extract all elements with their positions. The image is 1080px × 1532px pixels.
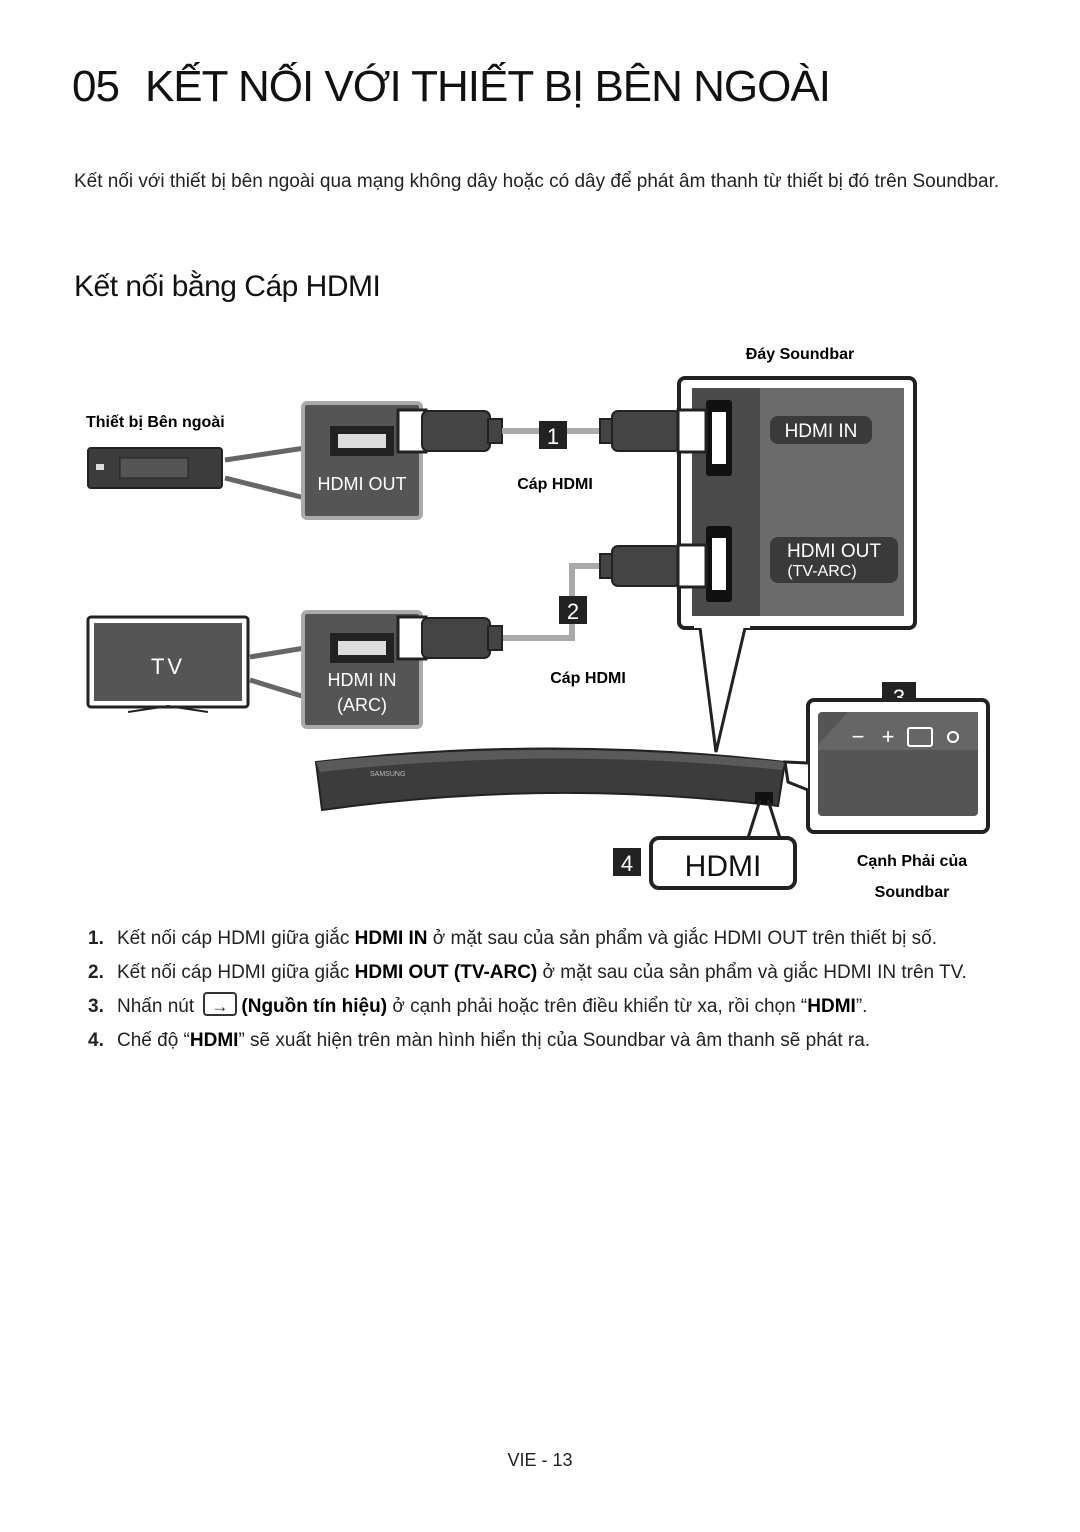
svg-text:TV: TV — [151, 654, 185, 679]
svg-text:2: 2 — [567, 599, 579, 624]
source-icon — [203, 990, 238, 1024]
page-number: VIE - 13 — [507, 1450, 573, 1470]
power-icon — [947, 731, 959, 743]
svg-text:(ARC): (ARC) — [337, 695, 387, 715]
badge-2 — [559, 596, 587, 624]
volume-down-button: − — [852, 724, 865, 749]
soundbar-display — [649, 836, 797, 890]
label-soundbar-bottom: Đáy Soundbar — [746, 346, 854, 363]
svg-text:4: 4 — [621, 851, 633, 876]
list-item: 2. Kết nối cáp HDMI giữa giắc HDMI OUT (… — [88, 962, 967, 983]
section-title: KẾT NỐI VỚI THIẾT BỊ BÊN NGOÀI — [144, 62, 831, 111]
svg-text:HDMI IN: HDMI IN — [785, 421, 858, 442]
hdmi-in-label-box — [770, 416, 872, 444]
badge-1 — [539, 421, 567, 449]
section-heading: Kết nối bằng Cáp HDMI — [74, 270, 381, 303]
list-item: 3. Nhấn nút (Nguồn tín hiệu) ở cạnh phải… — [88, 990, 1048, 1024]
source-icon — [907, 727, 933, 747]
steps-list: 1. Kết nối cáp HDMI giữa giắc HDMI IN ở … — [88, 922, 1048, 1058]
svg-text:HDMI OUT: HDMI OUT — [787, 541, 881, 562]
svg-text:1: 1 — [547, 424, 559, 449]
section-number: 05 — [72, 62, 120, 111]
list-item: 1. Kết nối cáp HDMI giữa giắc HDMI IN ở … — [88, 928, 937, 949]
label-cable-1: Cáp HDMI — [517, 476, 593, 493]
hdmi-connection-diagram: HDMI IN HDMI OUT (TV-ARC) Đáy Soundbar T… — [86, 346, 990, 901]
hdmi-out-label-box — [770, 537, 898, 583]
intro-paragraph: Kết nối với thiết bị bên ngoài qua mạng … — [74, 171, 1000, 192]
svg-text:HDMI IN: HDMI IN — [328, 670, 397, 690]
label-right-side-2: Soundbar — [875, 884, 950, 901]
svg-text:HDMI: HDMI — [685, 850, 762, 883]
page-title: 05 KẾT NỐI VỚI THIẾT BỊ BÊN NGOÀI — [72, 62, 831, 112]
svg-text:(TV-ARC): (TV-ARC) — [787, 563, 856, 580]
badge-4 — [613, 848, 641, 876]
volume-up-button: + — [882, 724, 895, 749]
label-right-side-1: Cạnh Phải của — [857, 853, 967, 870]
label-cable-2: Cáp HDMI — [550, 670, 626, 687]
list-item: 4. Chế độ “HDMI” sẽ xuất hiện trên màn h… — [88, 1030, 871, 1051]
soundbar-illustration — [314, 747, 787, 812]
label-external-device: Thiết bị Bên ngoài — [86, 414, 225, 431]
svg-text:HDMI OUT: HDMI OUT — [318, 474, 407, 494]
svg-text:SAMSUNG: SAMSUNG — [370, 771, 405, 778]
